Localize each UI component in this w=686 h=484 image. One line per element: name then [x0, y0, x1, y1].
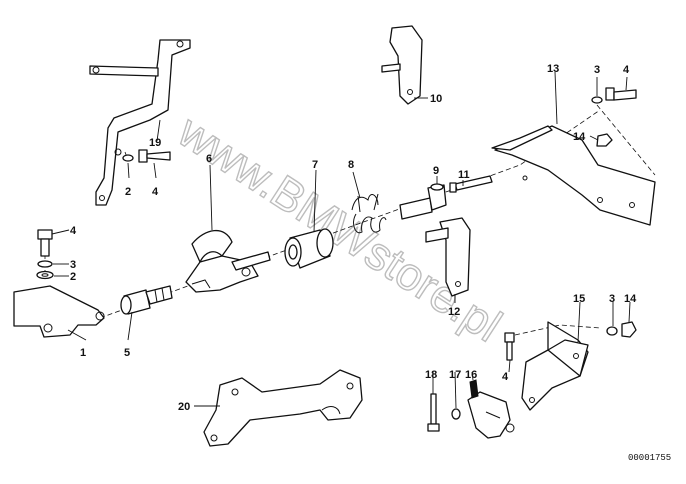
part-20-lever-plate	[203, 369, 363, 447]
part-4-bolt-left	[37, 229, 53, 257]
callout-1: 1	[80, 347, 86, 359]
part-10-plate	[381, 25, 423, 105]
callout-15: 15	[573, 293, 585, 305]
callout-10: 10	[430, 93, 442, 105]
part-9-bolt	[399, 183, 447, 220]
part-17-washer	[451, 408, 461, 420]
callout-4c: 4	[623, 64, 630, 76]
callout-3a: 3	[70, 259, 76, 271]
part-3-washer-top	[591, 96, 603, 104]
part-16-switch	[467, 379, 515, 439]
part-8-spring	[351, 193, 387, 234]
part-14-nut-lower	[621, 321, 637, 338]
part-5-pivot-pin	[120, 285, 173, 315]
callout-9: 9	[433, 165, 439, 177]
part-3-washer-lower	[606, 326, 618, 336]
callout-7: 7	[312, 159, 318, 171]
callout-3b: 3	[594, 64, 600, 76]
part-6-sector	[185, 229, 271, 293]
axis-part-15	[514, 324, 601, 336]
leader-lines	[51, 71, 631, 409]
callout-4a: 4	[70, 225, 77, 237]
part-3-washer-left	[37, 260, 53, 268]
part-2-washer-upper	[122, 154, 134, 162]
diagram-code: 00001755	[628, 453, 671, 463]
callout-6: 6	[206, 153, 212, 165]
part-11-screw	[449, 175, 493, 193]
callout-4d: 4	[502, 371, 509, 383]
callout-3c: 3	[609, 293, 615, 305]
callouts: 1 2 2 3 3 3 4 4 4 4 5 6 7 8 9 10 11 12 1…	[70, 63, 637, 413]
callout-19: 19	[149, 137, 161, 149]
part-14-nut-upper	[596, 133, 613, 147]
callout-13: 13	[547, 63, 559, 75]
callout-2b: 2	[70, 271, 76, 283]
callout-20: 20	[178, 401, 190, 413]
axis-part-3-13	[596, 104, 656, 176]
callout-4b: 4	[152, 186, 159, 198]
callout-16: 16	[465, 369, 477, 381]
callout-11: 11	[458, 169, 470, 181]
part-15-bracket	[521, 321, 589, 411]
callout-17: 17	[449, 369, 461, 381]
part-4-bolt-top	[605, 87, 637, 101]
callout-8: 8	[348, 159, 354, 171]
part-2-washer-left	[36, 270, 54, 280]
part-13-bracket	[491, 125, 656, 226]
callout-14a: 14	[573, 131, 586, 143]
part-18-screw	[427, 393, 440, 432]
part-19-bracket	[89, 39, 191, 206]
part-7-bushing	[284, 228, 334, 269]
part-12-plate	[425, 217, 471, 297]
part-4-bolt-upper	[138, 149, 171, 163]
callout-2a: 2	[125, 186, 131, 198]
callout-14b: 14	[624, 293, 637, 305]
callout-5: 5	[124, 347, 130, 359]
callout-12: 12	[448, 306, 460, 318]
part-4-bolt-lower	[504, 332, 515, 361]
callout-18: 18	[425, 369, 437, 381]
part-1-lever-arm	[13, 285, 105, 338]
